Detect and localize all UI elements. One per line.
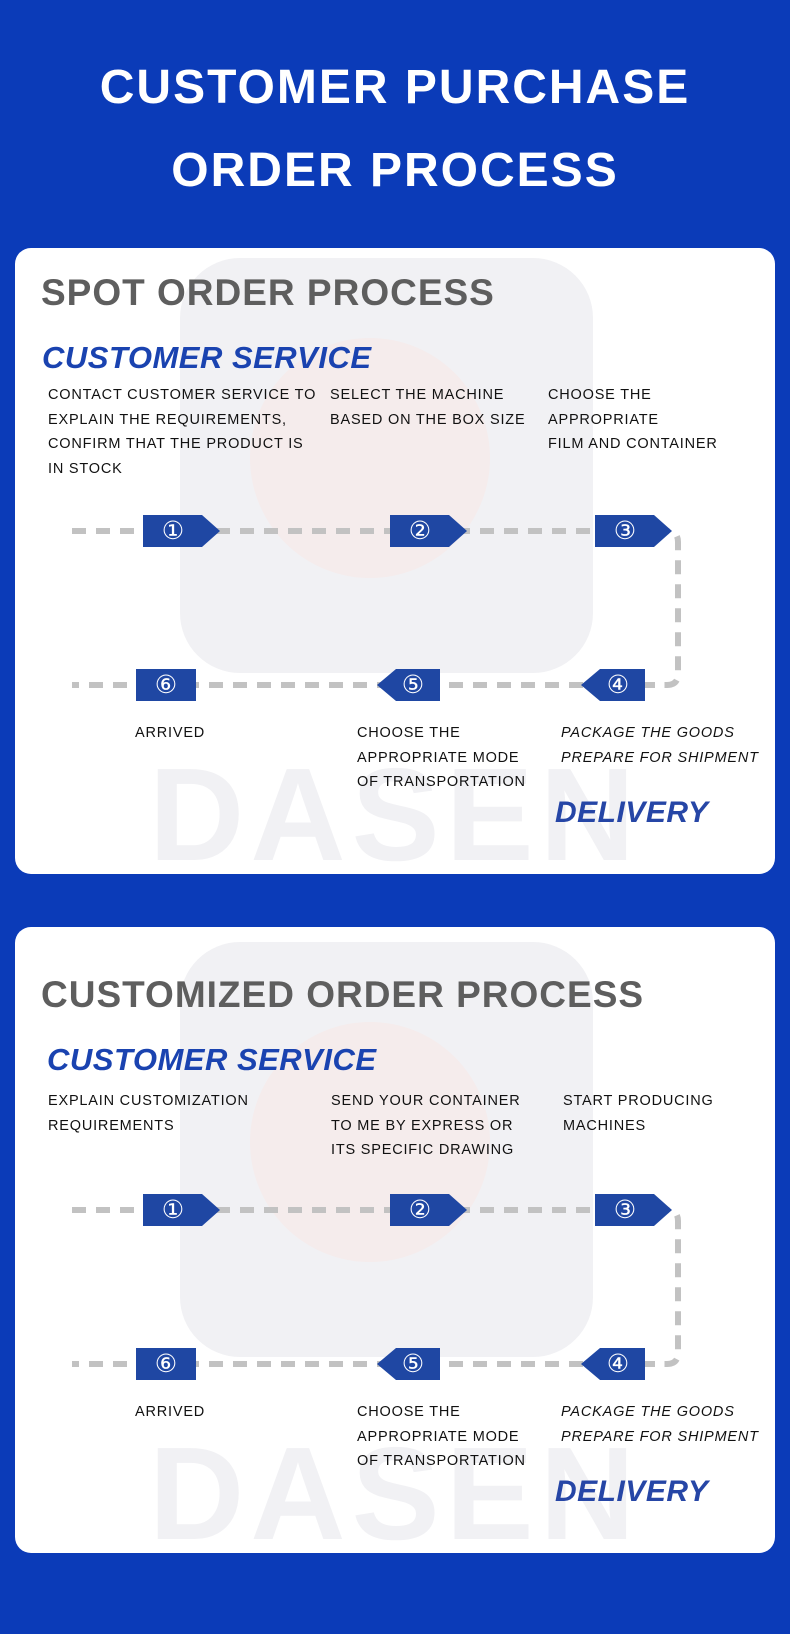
step-6-marker [136, 669, 196, 701]
watermark-text: DASEN [149, 1420, 641, 1553]
step-5-marker [377, 669, 440, 701]
step-4-marker [581, 669, 645, 701]
step-4-marker [581, 1348, 645, 1380]
step-2-text: SEND YOUR CONTAINER TO ME BY EXPRESS OR … [331, 1093, 521, 1158]
step-6-text: ARRIVED [135, 1404, 206, 1420]
section-title: SPOT ORDER PROCESS [41, 272, 495, 313]
step-1-number: ① [161, 1196, 185, 1224]
step-2-text: SELECT THE MACHINE BASED ON THE BOX SIZE [330, 387, 526, 428]
step-1-text: EXPLAIN CUSTOMIZATION REQUIREMENTS [48, 1093, 249, 1134]
step-6-text: ARRIVED [135, 725, 206, 741]
step-5-text: CHOOSE THE APPROPRIATE MODE OF TRANSPORT… [357, 1404, 526, 1469]
step-3-number: ③ [613, 1196, 637, 1224]
delivery-label: DELIVERY [555, 796, 709, 829]
step-5-text: CHOOSE THE APPROPRIATE MODE OF TRANSPORT… [357, 725, 526, 790]
step-6-number: ⑥ [154, 671, 178, 699]
step-3-marker [595, 515, 672, 547]
step-5-number: ⑤ [401, 671, 425, 699]
customer-service-label: CUSTOMER SERVICE [47, 1042, 377, 1077]
step-4-text: PACKAGE THE GOODS PREPARE FOR SHIPMENT [561, 725, 759, 766]
process-flow-graphic: DASEN [72, 942, 681, 1553]
step-5-marker [377, 1348, 440, 1380]
delivery-label: DELIVERY [555, 1475, 709, 1508]
watermark-text: DASEN [149, 741, 641, 874]
step-2-marker [390, 1194, 467, 1226]
step-4-text: PACKAGE THE GOODS PREPARE FOR SHIPMENT [561, 1404, 759, 1445]
step-1-marker [143, 1194, 220, 1226]
step-4-number: ④ [606, 671, 630, 699]
step-1-marker [143, 515, 220, 547]
step-3-text: CHOOSE THE APPROPRIATE FILM AND CONTAINE… [548, 387, 718, 452]
page-header: CUSTOMER PURCHASE ORDER PROCESS [0, 0, 790, 240]
step-2-marker [390, 515, 467, 547]
step-2-number: ② [408, 1196, 432, 1224]
step-3-number: ③ [613, 517, 637, 545]
step-1-number: ① [161, 517, 185, 545]
step-3-marker [595, 1194, 672, 1226]
page-title-line-2: ORDER PROCESS [171, 144, 619, 197]
customer-service-label: CUSTOMER SERVICE [42, 340, 372, 375]
step-5-number: ⑤ [401, 1350, 425, 1378]
step-4-number: ④ [606, 1350, 630, 1378]
step-3-text: START PRODUCING MACHINES [563, 1093, 714, 1134]
section-title: CUSTOMIZED ORDER PROCESS [41, 974, 645, 1015]
step-2-number: ② [408, 517, 432, 545]
step-6-number: ⑥ [154, 1350, 178, 1378]
step-6-marker [136, 1348, 196, 1380]
page-title-line-1: CUSTOMER PURCHASE [99, 61, 691, 114]
spot-order-card: DASEN SPOT ORDER PROCESS CUSTOMER SERVIC… [15, 248, 775, 874]
step-1-text: CONTACT CUSTOMER SERVICE TO EXPLAIN THE … [48, 387, 317, 477]
process-flow-graphic: DASEN [72, 258, 681, 874]
customized-order-card: DASEN CUSTOMIZED ORDER PROCESS CUSTOMER … [15, 927, 775, 1553]
